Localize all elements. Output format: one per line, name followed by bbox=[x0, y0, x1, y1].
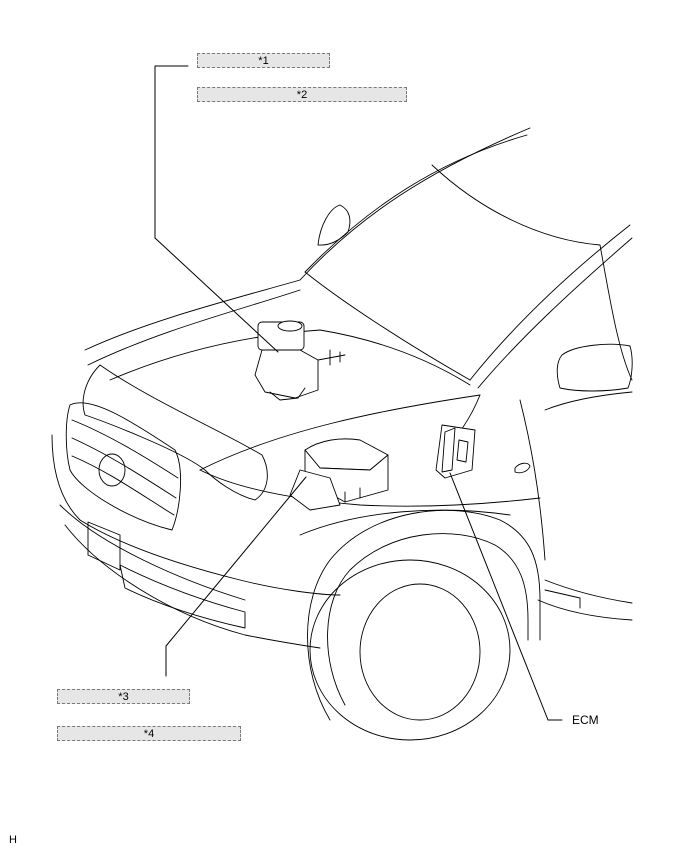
ecm-slot bbox=[456, 439, 469, 463]
ecm-housing bbox=[435, 424, 476, 479]
callout-1: *1 bbox=[197, 53, 330, 68]
front-bumper-top bbox=[51, 434, 341, 596]
fender-liner bbox=[299, 509, 511, 536]
leader-line-1 bbox=[154, 65, 279, 353]
body-rear-line bbox=[599, 244, 633, 381]
unit-mount bbox=[289, 469, 341, 511]
grille-bar-1 bbox=[71, 419, 179, 479]
grille-bar-3 bbox=[71, 455, 175, 516]
front-bumper-lower bbox=[64, 524, 321, 649]
a-pillar-outer bbox=[477, 237, 633, 389]
ecm-label: ECM bbox=[572, 713, 599, 727]
side-step bbox=[544, 579, 633, 604]
actuator-pipe bbox=[317, 349, 346, 366]
reservoir-cap bbox=[277, 320, 303, 332]
control-unit-component bbox=[289, 438, 389, 511]
windshield-left bbox=[304, 271, 471, 381]
leader-line-3 bbox=[165, 476, 307, 677]
vehicle-body bbox=[51, 127, 633, 741]
callout-2: *2 bbox=[197, 87, 407, 102]
windshield-top bbox=[431, 164, 601, 246]
ecm-component bbox=[435, 424, 476, 479]
side-mirror bbox=[317, 204, 351, 246]
tire-outer bbox=[309, 559, 511, 741]
door-front-edge bbox=[519, 399, 546, 561]
wheel-arch-outer bbox=[307, 509, 541, 721]
a-pillar bbox=[469, 224, 631, 381]
roof-line bbox=[299, 127, 531, 281]
headlight bbox=[82, 364, 268, 501]
hood-line-1 bbox=[87, 289, 301, 366]
wheel-arch-inner bbox=[327, 533, 529, 706]
side-step-lower bbox=[537, 599, 633, 621]
brake-actuator-component bbox=[254, 320, 346, 401]
callout-3: *3 bbox=[57, 689, 190, 704]
fender-top bbox=[199, 469, 541, 507]
rocker bbox=[544, 589, 581, 609]
door-handle bbox=[556, 343, 633, 392]
unit-connector bbox=[344, 487, 361, 503]
grille-emblem bbox=[98, 453, 126, 487]
actuator-body bbox=[254, 349, 319, 399]
ecm-face bbox=[441, 427, 456, 473]
fog-recess bbox=[119, 564, 246, 629]
hood-front-edge bbox=[84, 279, 301, 351]
actuator-bracket bbox=[269, 387, 306, 401]
leader-lines bbox=[154, 65, 563, 721]
side-marker bbox=[514, 462, 531, 474]
roof-line-inner bbox=[304, 134, 528, 273]
front-bumper-mid bbox=[59, 504, 246, 601]
door-line bbox=[544, 391, 633, 411]
leader-line-ecm bbox=[449, 472, 563, 721]
hood-center-ridge bbox=[109, 329, 471, 386]
grille-outline bbox=[65, 402, 182, 531]
license-plate bbox=[87, 521, 121, 571]
tire-inner bbox=[359, 583, 481, 721]
hood-rear-edge bbox=[199, 394, 481, 471]
corner-mark: H bbox=[9, 834, 17, 846]
callout-4: *4 bbox=[57, 726, 241, 741]
grille-bar-2 bbox=[71, 437, 177, 499]
